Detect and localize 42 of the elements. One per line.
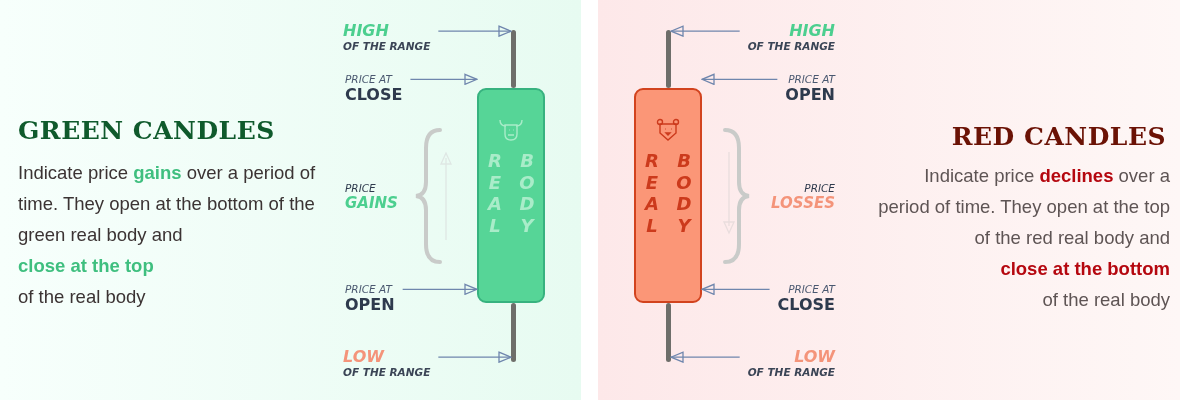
price-label: CLOSE: [345, 85, 403, 104]
arrow: [402, 283, 478, 295]
price-caption: PRICE AT: [788, 283, 835, 296]
price-caption: PRICE AT: [788, 73, 835, 86]
side-label: GAINS: [345, 194, 399, 212]
description: Indicate price declines over a period of time. They open at the top of the red real body and close at the bottom of the real body: [877, 164, 1170, 312]
arrow: [670, 25, 741, 37]
candle-wick: [666, 30, 671, 88]
candle-wick: [511, 30, 516, 88]
candle-wick: [511, 303, 516, 362]
arrow: [437, 351, 512, 363]
side-caption: PRICE: [803, 182, 835, 195]
heading: RED CANDLES: [951, 122, 1166, 151]
candle-body: [477, 88, 545, 303]
range-label: HIGH: [343, 22, 389, 41]
range-caption: OF THE RANGE: [343, 40, 431, 53]
range-caption: OF THE RANGE: [747, 366, 835, 379]
arrow: [701, 283, 771, 295]
vertical-label: REAL: [643, 150, 660, 237]
heading: GREEN CANDLES: [18, 116, 275, 145]
arrow: [437, 25, 512, 37]
price-label: CLOSE: [777, 295, 835, 314]
range-label: LOW: [343, 348, 384, 367]
price-label: OPEN: [345, 295, 395, 314]
range-label: LOW: [794, 348, 835, 367]
candle-body: [634, 88, 702, 303]
price-label: OPEN: [785, 85, 835, 104]
vertical-label: BODY: [675, 150, 693, 237]
vertical-label: BODY: [518, 150, 536, 237]
range-caption: OF THE RANGE: [747, 40, 835, 53]
price-caption: PRICE AT: [345, 283, 392, 296]
description: Indicate price gains over a period of time. They open at the bottom of the green real body and close at the top of the real body: [18, 161, 317, 309]
range-caption: OF THE RANGE: [343, 366, 431, 379]
side-label: LOSSES: [770, 194, 835, 212]
price-caption: PRICE AT: [345, 73, 392, 86]
arrow: [409, 73, 478, 85]
range-label: HIGH: [789, 22, 835, 41]
side-caption: PRICE: [345, 182, 377, 195]
candle-wick: [666, 303, 671, 362]
arrow: [701, 73, 778, 85]
vertical-label: REAL: [486, 150, 503, 237]
arrow: [670, 351, 741, 363]
